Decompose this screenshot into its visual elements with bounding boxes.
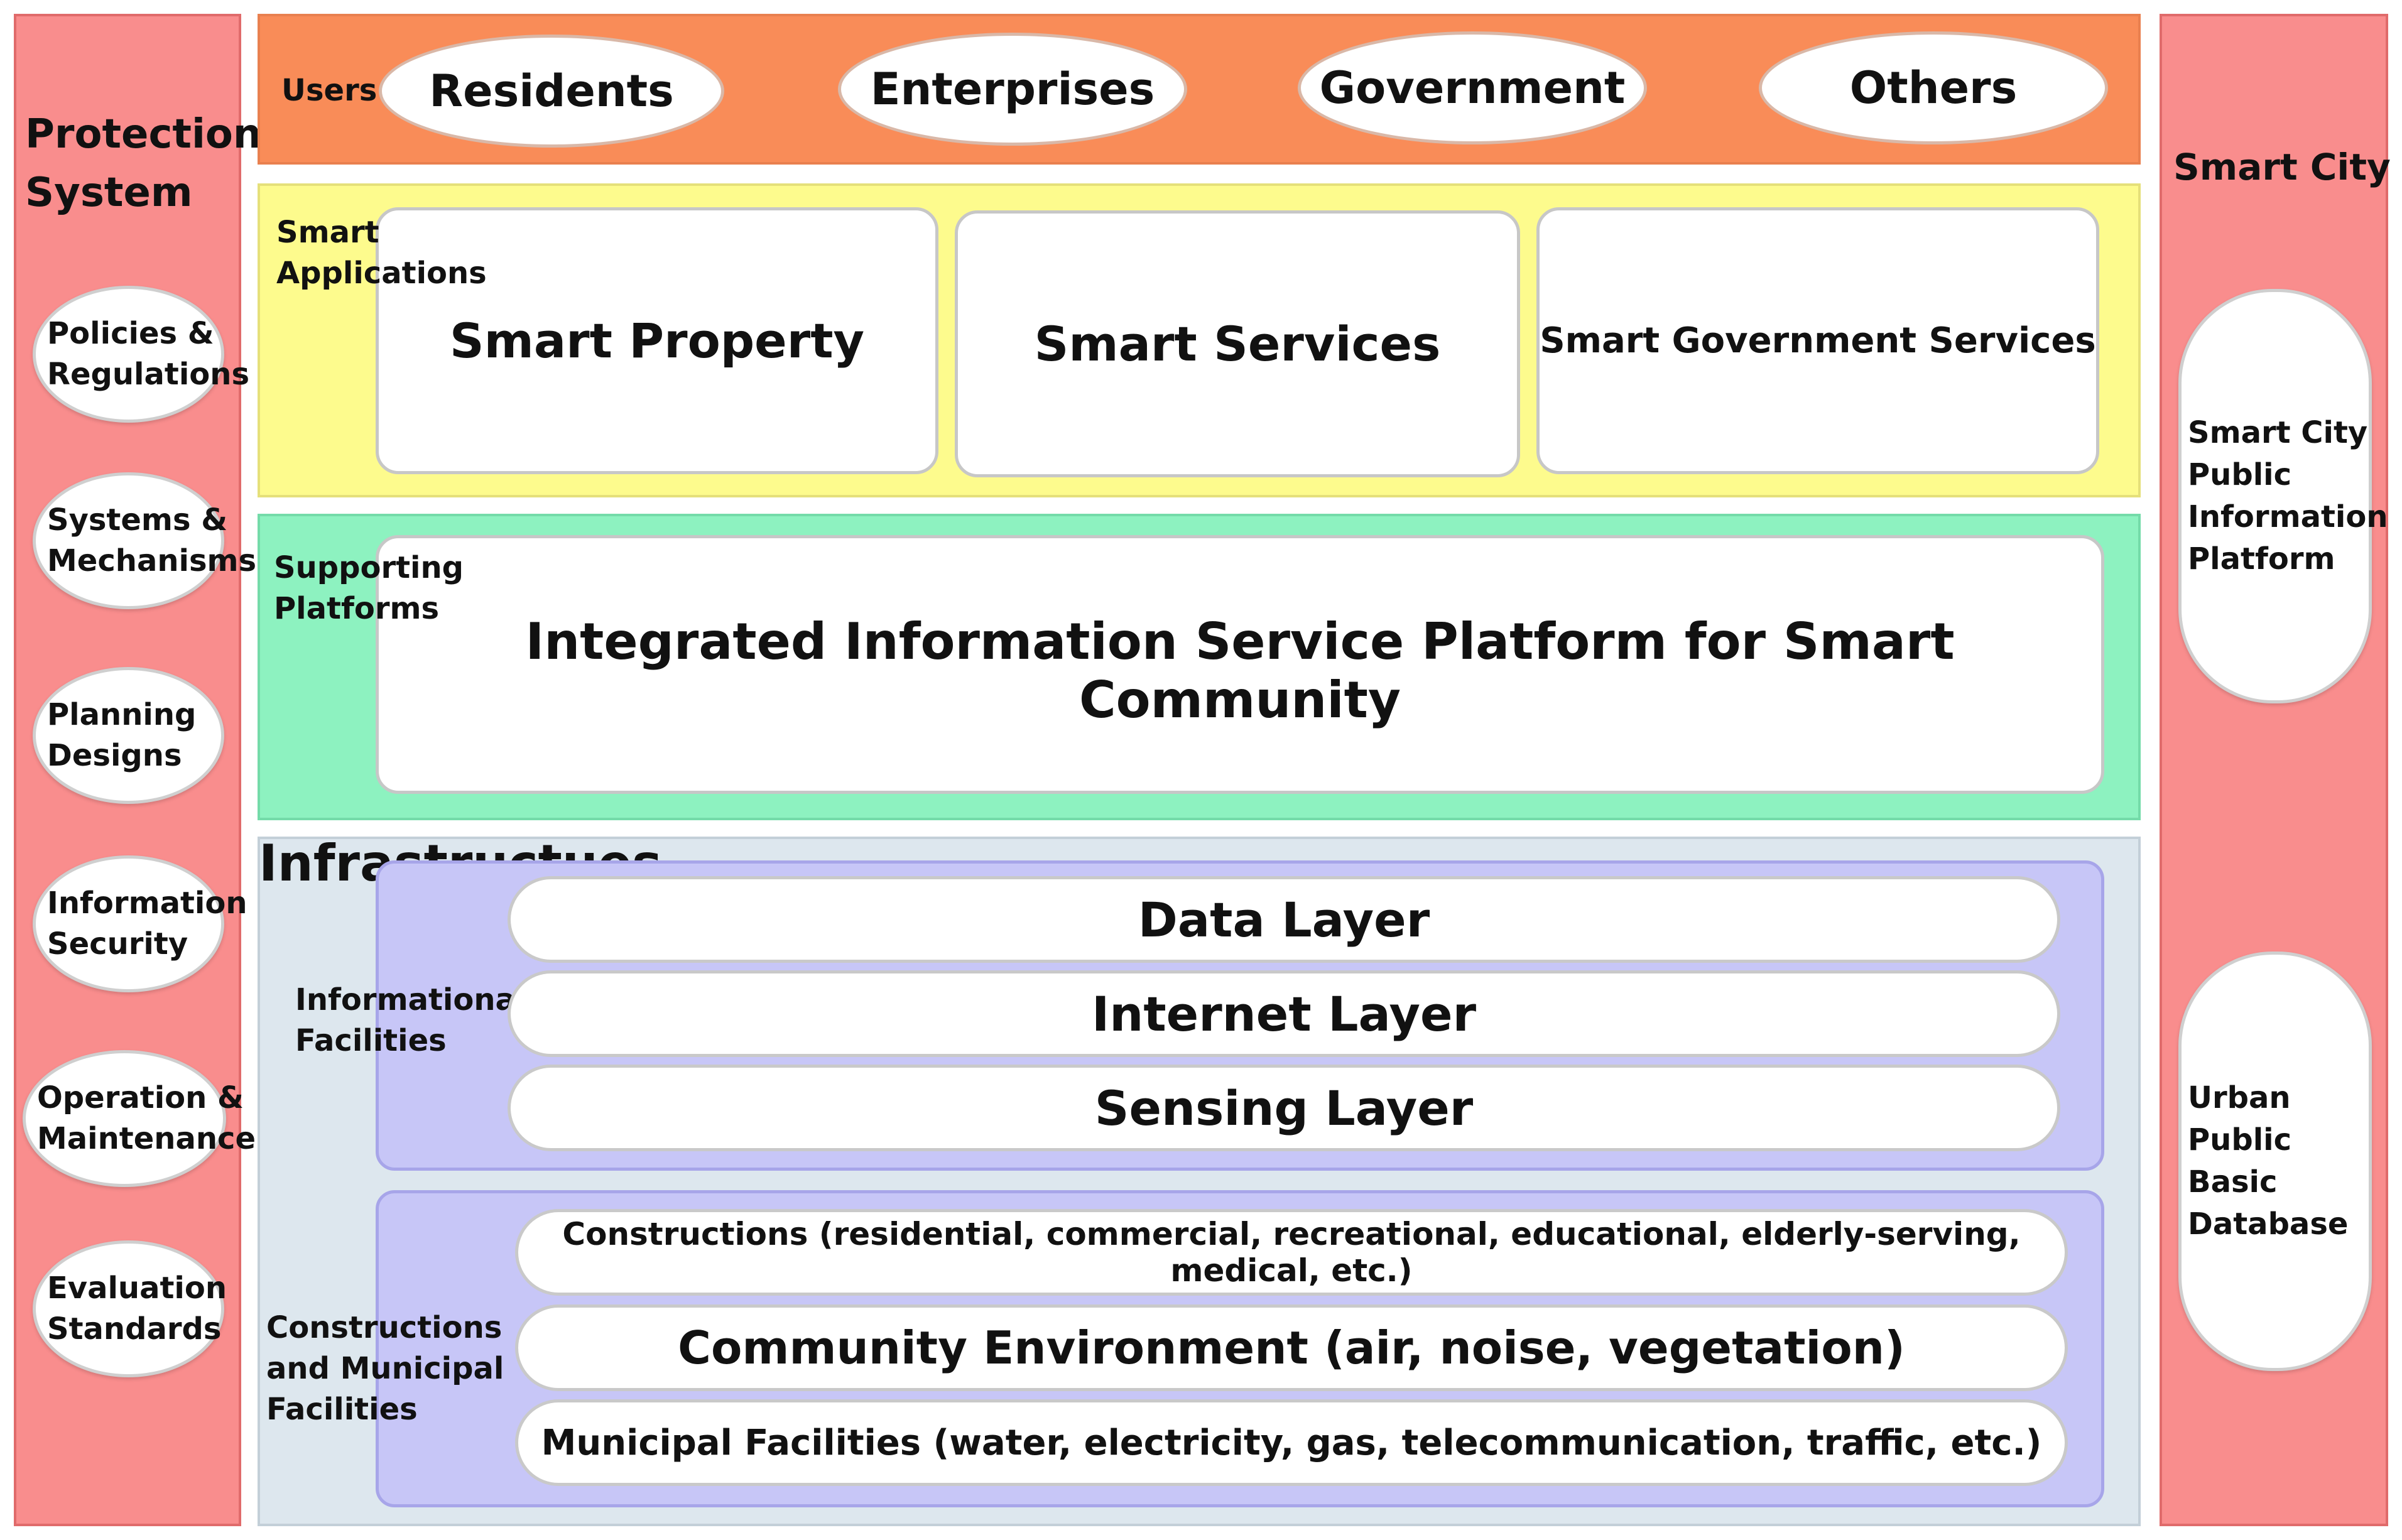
protection-item-information-security: Information Security <box>33 855 247 992</box>
municipal-facilities-item: Municipal Facilities (water, electricity… <box>515 1399 2068 1486</box>
user-residents: Residents <box>379 35 724 148</box>
constructions-item: Constructions (residential, commercial, … <box>515 1209 2068 1296</box>
users-label: Users <box>281 73 378 108</box>
supporting-platforms-label: Supporting Platforms <box>274 550 464 626</box>
app-smart-services: Smart Services <box>955 210 1520 477</box>
integrated-platform-box: Integrated Information Service Platform … <box>376 535 2104 794</box>
community-environment-item: Community Environment (air, noise, veget… <box>515 1304 2068 1391</box>
protection-item-evaluation: Evaluation Standards <box>33 1240 227 1377</box>
protection-system-title: Protection System <box>25 111 262 216</box>
urban-public-basic-database: Urban Public Basic Database <box>2178 952 2372 1371</box>
user-others: Others <box>1759 31 2108 144</box>
protection-item-policies: Policies & Regulations <box>33 286 249 423</box>
informational-facilities-label: Informational Facilities <box>295 982 526 1058</box>
app-smart-property: Smart Property <box>376 207 938 474</box>
smart-applications-label: Smart Applications <box>276 215 487 291</box>
protection-item-systems: Systems & Mechanisms <box>33 472 256 609</box>
sensing-layer: Sensing Layer <box>508 1065 2060 1151</box>
constructions-label: Constructions and Municipal Facilities <box>266 1310 504 1427</box>
protection-item-planning: Planning Designs <box>33 667 224 804</box>
smart-city-public-information-platform: Smart City Public Information Platform <box>2178 289 2388 703</box>
app-smart-government-services: Smart Government Services <box>1536 207 2099 474</box>
internet-layer: Internet Layer <box>508 970 2060 1057</box>
data-layer: Data Layer <box>508 876 2060 963</box>
protection-item-operation: Operation & Maintenance <box>23 1050 256 1187</box>
user-government: Government <box>1298 31 1647 144</box>
user-enterprises: Enterprises <box>838 33 1187 146</box>
smart-city-title: Smart City <box>2173 146 2391 188</box>
